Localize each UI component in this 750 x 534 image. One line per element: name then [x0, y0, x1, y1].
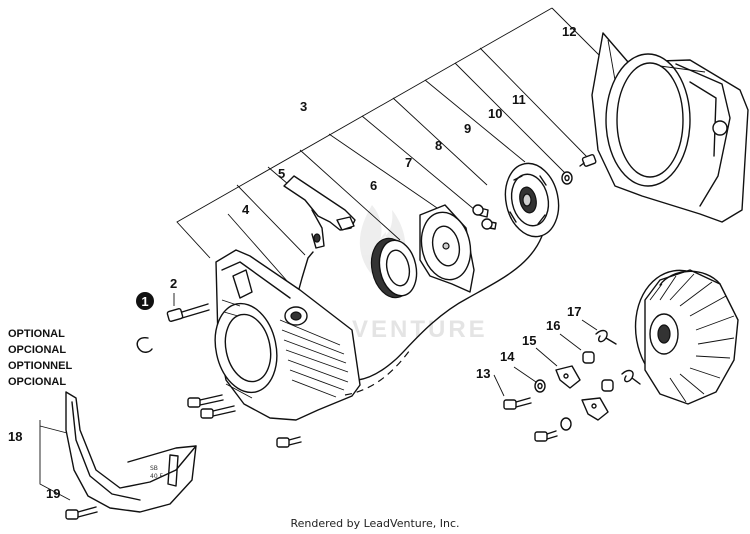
small-leaders [173, 293, 598, 397]
flywheel [634, 269, 739, 405]
callout-12: 12 [562, 24, 576, 39]
callout-19: 19 [46, 486, 60, 501]
assembly-path [344, 349, 411, 396]
callout-1: 1 [141, 294, 148, 309]
callout-14: 14 [500, 349, 515, 364]
retaining-clip [136, 336, 153, 353]
pawl-bushing-part16 [582, 351, 614, 392]
housing-bolt-part2 [166, 303, 210, 322]
washer-part14 [534, 379, 572, 431]
watermark-text: VENTURE [352, 316, 488, 343]
cover-screw [65, 506, 98, 520]
callout-9: 9 [464, 121, 471, 136]
callout-7: 7 [405, 155, 412, 170]
footer-credit: Rendered by LeadVenture, Inc. [290, 517, 459, 530]
fan-housing [591, 32, 749, 223]
pawl-part15 [555, 365, 609, 421]
callout-8: 8 [435, 138, 442, 153]
callout-10: 10 [488, 106, 502, 121]
callout-3: 3 [300, 99, 307, 114]
optional-cover: SB 40 F [65, 391, 197, 513]
housing-screw [579, 154, 597, 167]
optional-note-line-4: OPCIONAL [8, 376, 66, 388]
callout-1-badge [136, 292, 154, 310]
cover-marking-1: SB [150, 465, 158, 472]
callout-11: 11 [512, 92, 526, 107]
washer-part10 [561, 171, 573, 185]
recoil-spring [370, 237, 418, 299]
callout-5: 5 [278, 166, 285, 181]
optional-note-line-3: OPTIONNEL [8, 360, 72, 372]
callout-17: 17 [567, 304, 581, 319]
ratchet-plate [419, 204, 475, 293]
callout-13: 13 [476, 366, 490, 381]
housing-bolts-lower [187, 394, 302, 448]
callout-2: 2 [170, 276, 177, 291]
callout-15: 15 [522, 333, 536, 348]
callout-6: 6 [370, 178, 377, 193]
callout-18: 18 [8, 429, 22, 444]
starter-housing [214, 249, 361, 421]
optional-note-line-2: OPCIONAL [8, 344, 66, 356]
optional-note-line-1: OPTIONAL [8, 328, 65, 340]
callout-16: 16 [546, 318, 560, 333]
starter-handle [283, 175, 356, 249]
leader-bracket [39, 7, 605, 501]
cover-marking-2: 40 F [150, 473, 164, 480]
pawl-bolt-part13 [503, 397, 558, 442]
pawl-spring-part17 [595, 329, 641, 385]
rope-pulley [504, 162, 560, 238]
pulley-bolts [472, 204, 497, 230]
callout-4: 4 [242, 202, 250, 217]
